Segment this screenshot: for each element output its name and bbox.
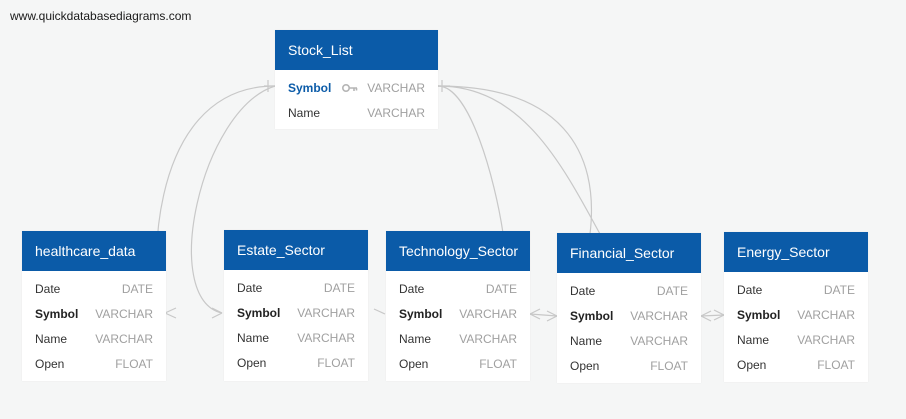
- field-row: Open FLOAT: [557, 354, 701, 379]
- field-name: Date: [237, 281, 263, 295]
- relation-line-fin-energy: [700, 314, 725, 317]
- field-row: Open FLOAT: [724, 353, 868, 378]
- field-name: Symbol: [737, 308, 781, 322]
- field-name: Date: [737, 283, 763, 297]
- field-type: DATE: [656, 284, 688, 298]
- field-type: DATE: [823, 283, 855, 297]
- watermark: www.quickdatabasediagrams.com: [10, 9, 192, 23]
- relation-line-financial: [437, 85, 601, 235]
- field-type: DATE: [323, 281, 355, 295]
- field-name: Symbol: [570, 309, 614, 323]
- field-name: Symbol: [399, 307, 443, 321]
- field-type: FLOAT: [817, 358, 855, 372]
- field-name: Open: [35, 357, 65, 371]
- field-row: Name VARCHAR: [22, 327, 166, 352]
- table-stock-list[interactable]: Stock_List Symbol VARCHAR Name VARCHAR: [275, 30, 438, 129]
- field-type: VARCHAR: [297, 306, 355, 320]
- field-type: VARCHAR: [630, 334, 688, 348]
- field-name: Open: [399, 357, 429, 371]
- key-icon: [342, 84, 358, 92]
- field-row: Symbol VARCHAR: [22, 302, 166, 327]
- field-type: FLOAT: [317, 356, 355, 370]
- field-name: Name: [237, 331, 270, 345]
- field-row: Date DATE: [386, 277, 530, 302]
- table-title: Financial_Sector: [557, 233, 701, 273]
- field-name: Date: [399, 282, 425, 296]
- field-row: Date DATE: [224, 276, 368, 301]
- field-name: Symbol: [35, 307, 79, 321]
- field-type: DATE: [121, 282, 153, 296]
- field-type: VARCHAR: [367, 81, 425, 95]
- table-title: Energy_Sector: [724, 232, 868, 272]
- field-type: VARCHAR: [630, 309, 688, 323]
- field-row: Name VARCHAR: [275, 101, 438, 126]
- field-row: Date DATE: [22, 277, 166, 302]
- field-name: Open: [570, 359, 600, 373]
- table-title: Technology_Sector: [386, 231, 530, 271]
- field-type: DATE: [485, 282, 517, 296]
- field-name: Symbol: [288, 81, 332, 95]
- field-row: Name VARCHAR: [557, 329, 701, 354]
- field-row: Date DATE: [724, 278, 868, 303]
- field-name: Symbol: [237, 306, 281, 320]
- field-type: VARCHAR: [367, 106, 425, 120]
- field-name: Name: [570, 334, 603, 348]
- field-name: Name: [288, 106, 321, 120]
- field-type: VARCHAR: [297, 331, 355, 345]
- field-row: Date DATE: [557, 279, 701, 304]
- table-title: Estate_Sector: [224, 230, 368, 270]
- field-row: Name VARCHAR: [224, 326, 368, 351]
- field-row: Symbol VARCHAR: [557, 304, 701, 329]
- field-name: Name: [35, 332, 68, 346]
- field-type: FLOAT: [650, 359, 688, 373]
- relation-line-tech-fin: [529, 313, 558, 317]
- field-row: Symbol VARCHAR: [224, 301, 368, 326]
- field-row: Open FLOAT: [386, 352, 530, 377]
- field-type: VARCHAR: [95, 307, 153, 321]
- field-row: Open FLOAT: [22, 352, 166, 377]
- field-row: Name VARCHAR: [386, 327, 530, 352]
- relation-line-financial-2: [437, 85, 593, 235]
- table-title: healthcare_data: [22, 231, 166, 271]
- field-type: VARCHAR: [459, 332, 517, 346]
- field-name: Name: [399, 332, 432, 346]
- table-title: Stock_List: [275, 30, 438, 70]
- field-name: Open: [737, 358, 767, 372]
- field-row: Name VARCHAR: [724, 328, 868, 353]
- field-type: FLOAT: [479, 357, 517, 371]
- field-name: Open: [237, 356, 267, 370]
- field-name: Name: [737, 333, 770, 347]
- field-type: VARCHAR: [459, 307, 517, 321]
- field-name: Date: [35, 282, 61, 296]
- field-name: Date: [570, 284, 596, 298]
- field-row: Symbol VARCHAR: [275, 76, 438, 101]
- field-row: Symbol VARCHAR: [386, 302, 530, 327]
- field-type: FLOAT: [115, 357, 153, 371]
- relation-line-technology: [437, 85, 504, 234]
- relation-line-estate: [191, 85, 276, 314]
- field-row: Open FLOAT: [224, 351, 368, 376]
- field-type: VARCHAR: [797, 308, 855, 322]
- field-type: VARCHAR: [95, 332, 153, 346]
- field-type: VARCHAR: [797, 333, 855, 347]
- field-row: Symbol VARCHAR: [724, 303, 868, 328]
